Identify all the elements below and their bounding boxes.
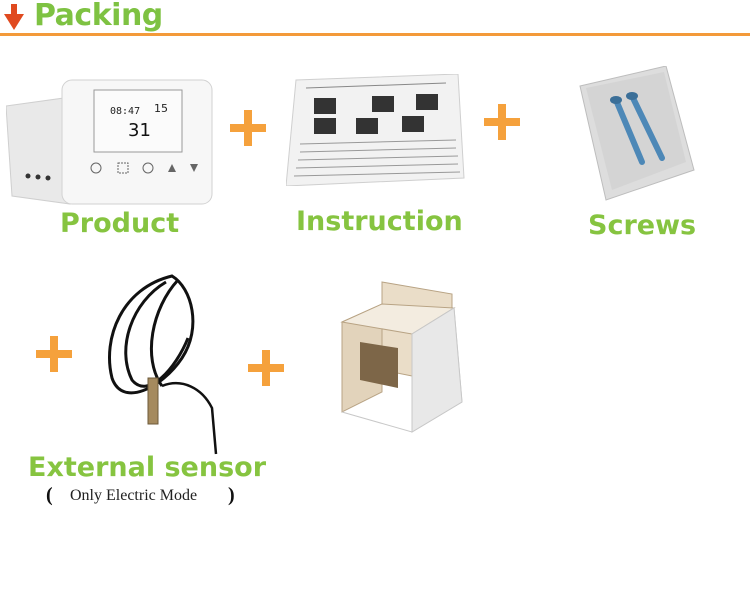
svg-text:08:47: 08:47 — [110, 106, 140, 117]
external-sensor-label: External sensor — [28, 452, 267, 483]
page-title: Packing — [34, 0, 163, 33]
product-label: Product — [60, 208, 180, 239]
carton-box-image — [340, 281, 463, 433]
down-arrow-icon — [4, 4, 24, 30]
plus-icon — [36, 336, 72, 372]
svg-text:31: 31 — [128, 120, 151, 141]
screws-bag-image — [579, 66, 695, 201]
plus-icon — [230, 110, 266, 146]
svg-text:15: 15 — [154, 102, 168, 115]
note-text: Only Electric Mode — [70, 487, 198, 504]
thermostat-image: 08:47 15 31 — [6, 79, 213, 205]
instruction-label: Instruction — [296, 206, 463, 237]
note-close-paren: ) — [228, 484, 235, 506]
instruction-manual-image — [286, 74, 465, 186]
screws-label: Screws — [588, 210, 697, 241]
plus-icon — [248, 350, 284, 386]
note-open-paren: ( — [46, 484, 53, 506]
header-divider — [0, 33, 750, 36]
sensor-cable-image — [108, 274, 218, 455]
plus-icon — [484, 104, 520, 140]
